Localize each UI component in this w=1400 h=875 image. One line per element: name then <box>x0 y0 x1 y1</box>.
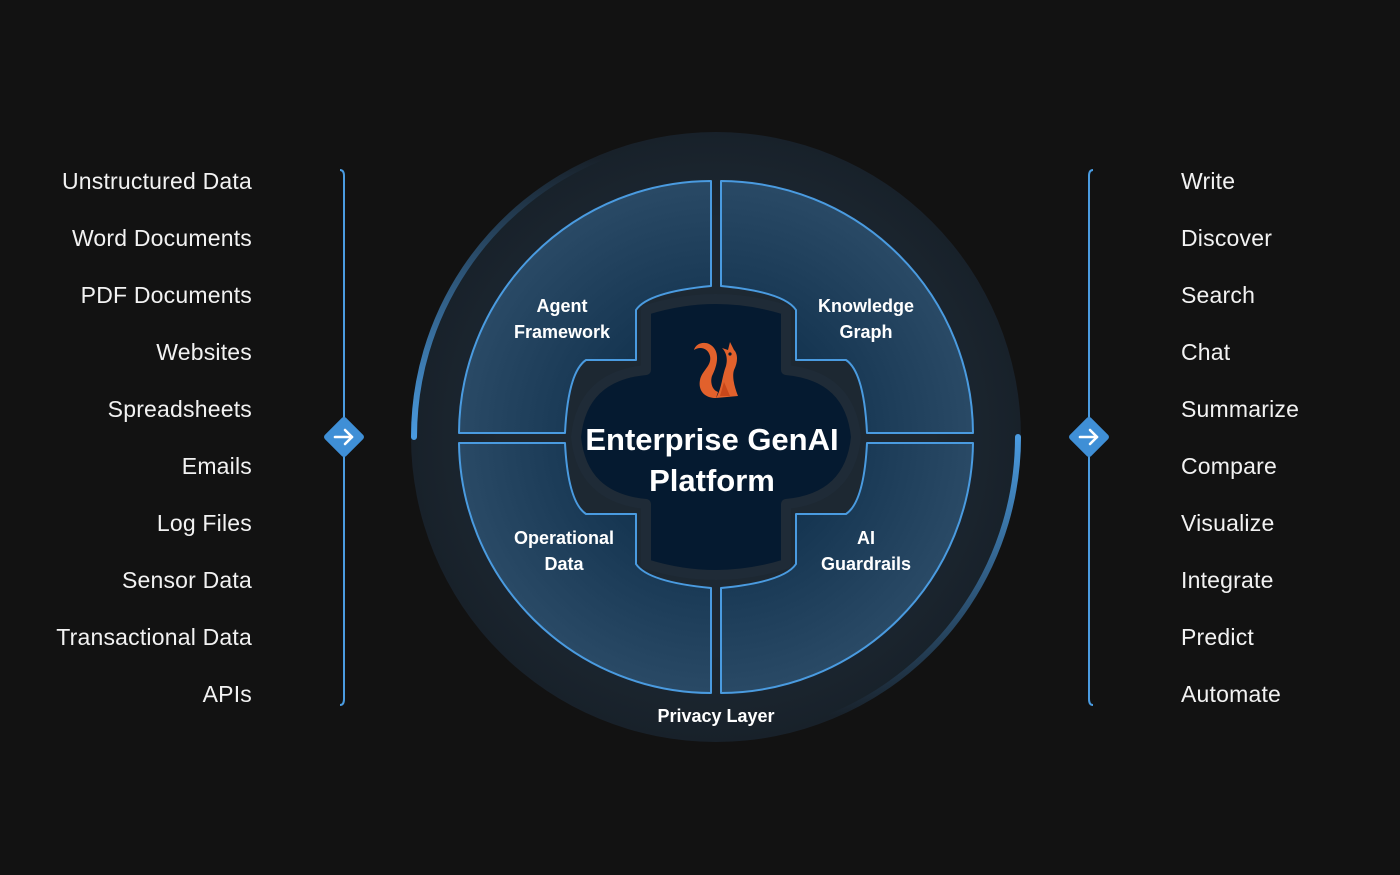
output-item: Integrate <box>1181 567 1274 593</box>
input-item: Word Documents <box>71 225 252 251</box>
input-connector <box>324 417 364 457</box>
output-item: Compare <box>1181 453 1277 479</box>
output-connector <box>1069 417 1109 457</box>
output-item: Discover <box>1181 225 1273 251</box>
input-item: Emails <box>181 453 252 479</box>
segment-label-operational: Operational <box>514 528 614 548</box>
input-item: Websites <box>156 339 252 365</box>
input-item: Spreadsheets <box>107 396 252 422</box>
output-item: Search <box>1181 282 1256 308</box>
output-item: Visualize <box>1181 510 1275 536</box>
segment-label-data: Data <box>544 554 584 574</box>
input-item: Sensor Data <box>121 567 252 593</box>
segment-label-graph: Graph <box>839 322 892 342</box>
input-item: Transactional Data <box>56 624 252 650</box>
output-item: Write <box>1181 168 1236 194</box>
squirrel-logo-icon <box>694 342 738 398</box>
segment-label-agent: Agent <box>537 296 588 316</box>
segment-ai-guardrails <box>720 442 974 694</box>
privacy-layer-label: Privacy Layer <box>657 706 774 726</box>
input-item: Log Files <box>156 510 252 536</box>
output-item: Predict <box>1181 624 1254 650</box>
input-sources-list: Unstructured Data Word Documents PDF Doc… <box>0 0 252 875</box>
output-item: Automate <box>1181 681 1282 707</box>
segment-operational-data <box>458 442 712 694</box>
segment-knowledge-graph <box>720 180 974 434</box>
segment-label-guardrails: Guardrails <box>821 554 911 574</box>
segment-label-ai: AI <box>857 528 875 548</box>
arrow-right-icon <box>333 428 354 446</box>
input-item: PDF Documents <box>80 282 252 308</box>
segment-label-knowledge: Knowledge <box>818 296 914 316</box>
platform-core <box>571 294 861 580</box>
output-item: Summarize <box>1181 396 1300 422</box>
input-item: Unstructured Data <box>61 168 252 194</box>
output-capabilities-list: Write Discover Search Chat Summarize Com… <box>1181 0 1400 875</box>
platform-title-line1: Enterprise GenAI <box>585 422 838 457</box>
arrow-right-icon <box>1078 428 1099 446</box>
output-item: Chat <box>1181 339 1231 365</box>
segment-label-framework: Framework <box>514 322 611 342</box>
platform-title-line2: Platform <box>649 463 775 498</box>
input-item: APIs <box>202 681 252 707</box>
segment-agent-framework <box>458 180 712 434</box>
